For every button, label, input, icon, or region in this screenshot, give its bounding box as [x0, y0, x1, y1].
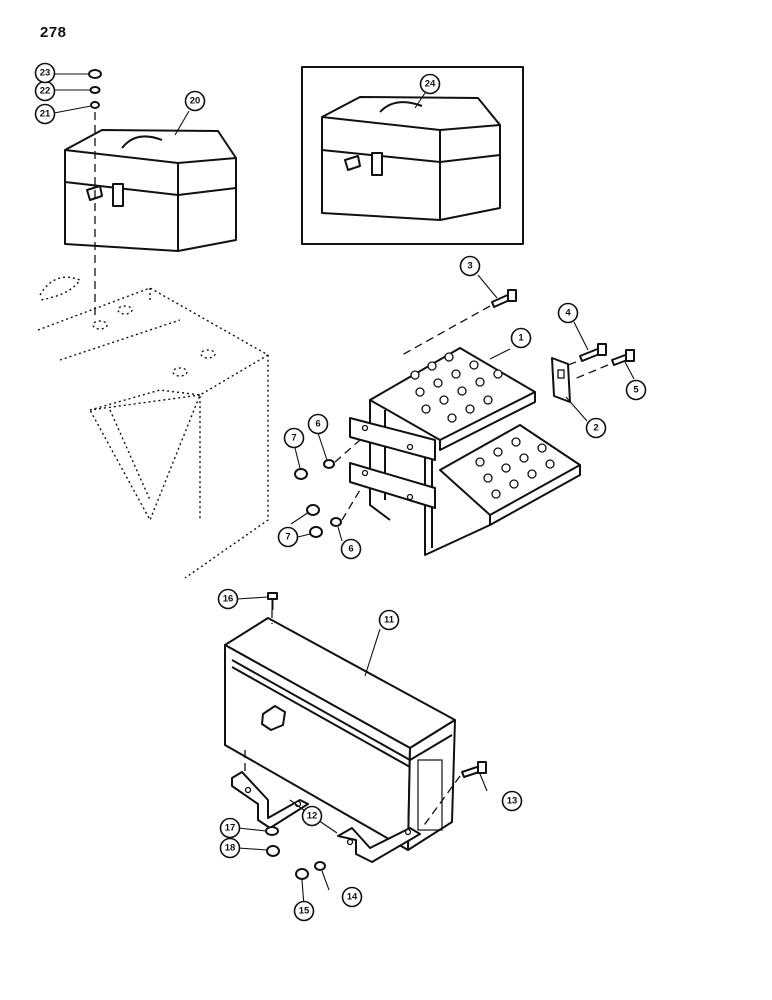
svg-text:7: 7 — [285, 532, 290, 543]
svg-text:6: 6 — [315, 419, 320, 430]
toolbox-20-illustration — [64, 129, 237, 252]
svg-text:2: 2 — [593, 423, 598, 434]
svg-text:5: 5 — [633, 385, 639, 396]
callout-14: 14 — [341, 886, 363, 908]
callout-7a: 7 — [283, 427, 305, 449]
svg-text:11: 11 — [384, 615, 395, 626]
bracket-2-illustration — [551, 357, 571, 403]
svg-text:1: 1 — [518, 333, 524, 344]
toolbox-24-illustration — [321, 96, 501, 221]
svg-text:12: 12 — [307, 811, 318, 822]
callout-6b: 6 — [340, 538, 362, 560]
callout-4: 4 — [557, 302, 579, 324]
callout-5: 5 — [625, 379, 647, 401]
callout-21: 21 — [34, 103, 56, 125]
nuts-6-7 — [294, 459, 342, 538]
svg-text:3: 3 — [467, 261, 472, 272]
callout-23: 23 — [34, 62, 56, 84]
callout-12: 12 — [301, 805, 323, 827]
callout-6a: 6 — [307, 413, 329, 435]
svg-text:17: 17 — [225, 823, 236, 834]
svg-text:15: 15 — [299, 906, 310, 917]
svg-text:14: 14 — [347, 892, 358, 903]
svg-text:13: 13 — [507, 796, 518, 807]
callout-15: 15 — [293, 900, 315, 922]
callout-7b: 7 — [277, 526, 299, 548]
leader-lines — [53, 73, 635, 907]
svg-text:21: 21 — [40, 109, 51, 120]
callout-16: 16 — [217, 588, 239, 610]
callout-2: 2 — [585, 417, 607, 439]
callout-17: 17 — [219, 817, 241, 839]
svg-text:6: 6 — [348, 544, 353, 555]
svg-text:20: 20 — [190, 96, 201, 107]
step-1-illustration — [349, 347, 581, 556]
callout-24: 24 — [419, 73, 441, 95]
bracket-12-illustration — [231, 771, 421, 863]
svg-text:22: 22 — [40, 86, 51, 97]
svg-text:7: 7 — [291, 433, 296, 444]
nuts-14-15-17-18 — [265, 826, 326, 880]
svg-text:4: 4 — [565, 308, 571, 319]
hardware-stack-21-23 — [88, 69, 102, 109]
callout-18: 18 — [219, 837, 241, 859]
callout-20: 20 — [184, 90, 206, 112]
svg-text:23: 23 — [40, 68, 51, 79]
bolts-3-4-5 — [491, 289, 635, 366]
callout-13: 13 — [501, 790, 523, 812]
callout-1: 1 — [510, 327, 532, 349]
svg-text:18: 18 — [225, 843, 236, 854]
bolt-16 — [267, 592, 278, 610]
page-number: 278 — [40, 24, 67, 41]
callout-22: 22 — [34, 80, 56, 102]
bolt-13 — [461, 761, 487, 778]
svg-text:24: 24 — [425, 79, 436, 90]
fender-outline — [37, 276, 269, 579]
svg-text:16: 16 — [223, 594, 234, 605]
inset-frame — [301, 66, 524, 245]
callout-3: 3 — [459, 255, 481, 277]
callout-11: 11 — [378, 609, 400, 631]
toolbox-11-illustration — [224, 617, 456, 851]
